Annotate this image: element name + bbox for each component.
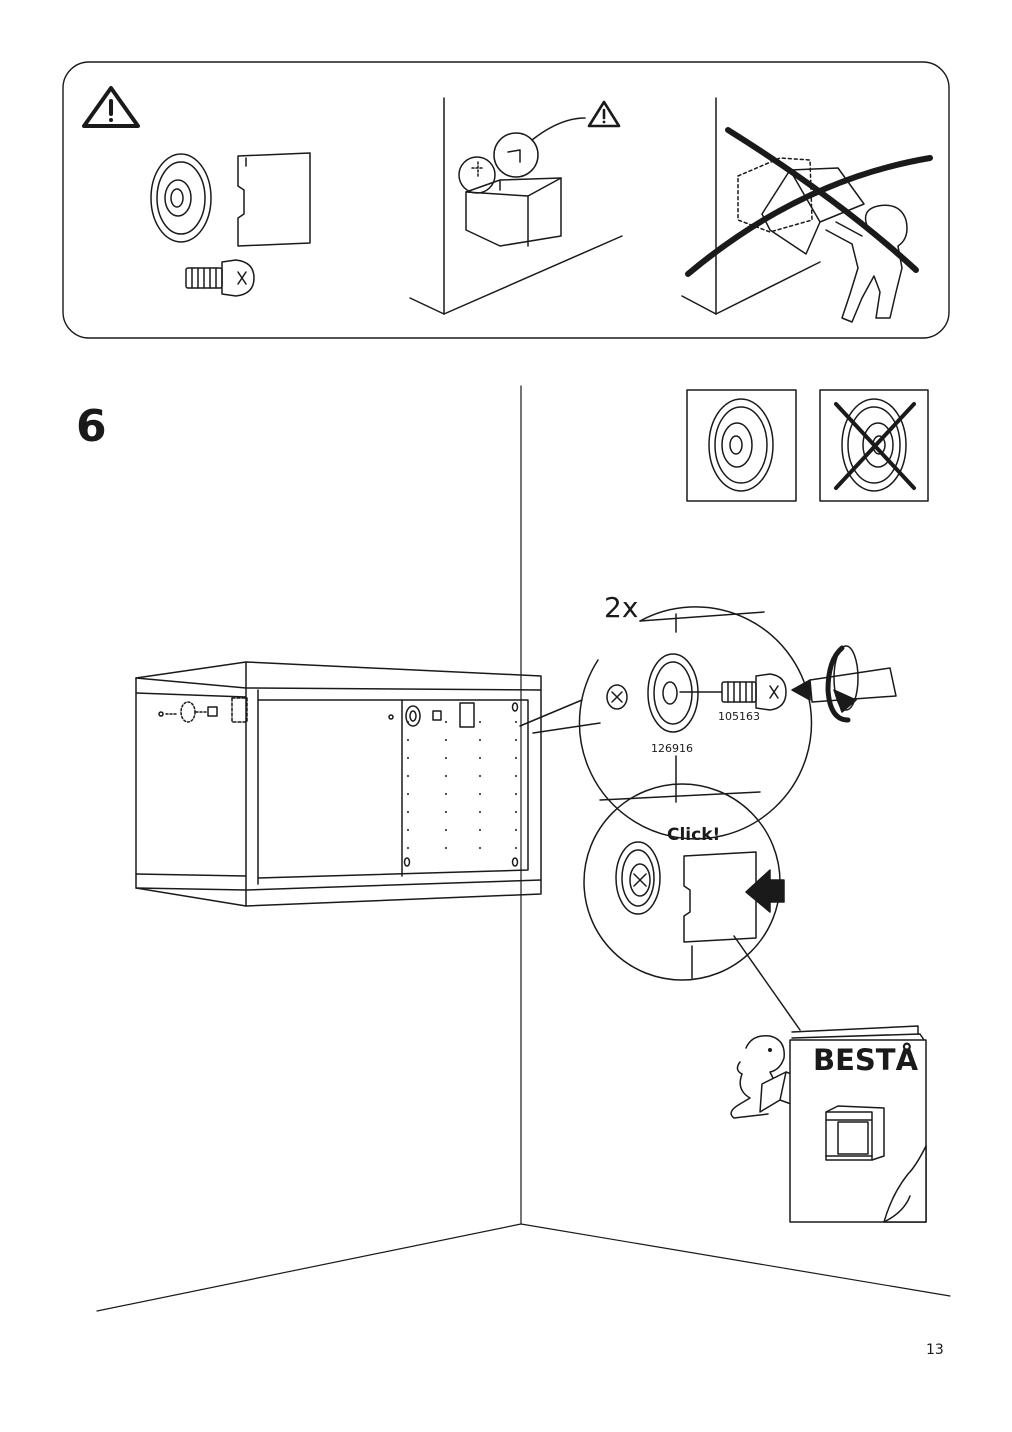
- cross-out-icon: [834, 402, 916, 490]
- warning-icon: [587, 100, 621, 128]
- detail-callout-click: Click!: [583, 783, 785, 981]
- bracket-icon: [237, 152, 311, 247]
- detail-callout-mounting: 126916 105163 2x: [519, 591, 897, 840]
- mounting-plate-icon: [708, 398, 774, 492]
- manual-book-icon: [789, 1025, 927, 1223]
- cabinet-illustration: [135, 661, 542, 907]
- manual-reference: BESTÅ: [730, 1025, 927, 1223]
- wall-corner-scene: [409, 97, 623, 315]
- warning-panel: [62, 61, 950, 339]
- correct-orientation-box: [686, 389, 797, 502]
- screw-icon: [721, 673, 787, 711]
- mounting-plate-icon: [150, 153, 212, 243]
- incorrect-orientation-box: [819, 389, 929, 502]
- click-label: Click!: [667, 825, 720, 845]
- page-number: 13: [926, 1342, 944, 1358]
- wall-plug-icon: [606, 684, 628, 710]
- mounting-plate-icon: [615, 841, 661, 915]
- manual-title: BESTÅ: [813, 1043, 919, 1077]
- incorrect-lifting-scene: [681, 97, 933, 323]
- warning-icon: [82, 86, 140, 128]
- rotate-arrow-icon: [825, 645, 857, 723]
- quantity-label: 2x: [604, 591, 638, 624]
- screwdriver-icon: [791, 645, 897, 711]
- step-number: 6: [76, 401, 107, 452]
- screw-icon: [185, 259, 255, 297]
- part-number-plate: 126916: [651, 742, 693, 755]
- bracket-icon: [683, 851, 757, 943]
- mounting-plate-icon: [647, 653, 699, 733]
- push-arrow-icon: [745, 869, 785, 913]
- part-number-screw: 105163: [718, 710, 760, 723]
- room-corner-lines: [96, 385, 951, 1312]
